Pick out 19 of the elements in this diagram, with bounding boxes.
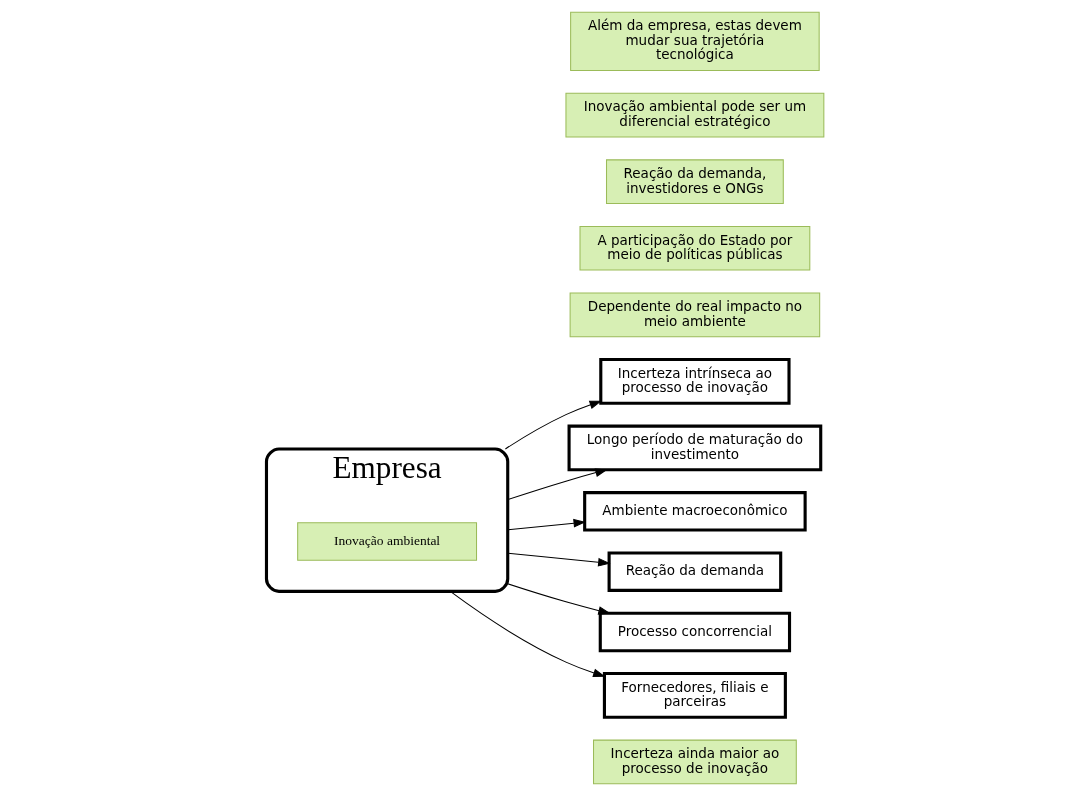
- node-box: Além da empresa, estas devem mudar sua trajetória tecnológica: [569, 11, 820, 71]
- node-box: Incerteza ainda maior ao processo de inovação: [592, 739, 797, 785]
- node-box: Processo concorrencial: [598, 611, 791, 653]
- node-box: Longo período de maturação do investimento: [567, 424, 822, 472]
- arrow: [506, 583, 611, 615]
- arrow: [506, 518, 586, 531]
- node-box: Incerteza intrínseca ao processo de inovação: [598, 357, 791, 405]
- node-box: Dependente do real impacto no meio ambiente: [569, 292, 820, 338]
- node-box: A participação do Estado por meio de políticas públicas: [578, 225, 810, 271]
- node-box: Inovação ambiental pode ser um diferencial estratégico: [564, 92, 824, 138]
- node-box: Ambiente macroeconômico: [582, 491, 807, 532]
- arrow: [506, 468, 608, 501]
- arrow: [504, 400, 602, 450]
- node-box: Inovação ambiental: [296, 522, 477, 561]
- node-box: Reação da demanda, investidores e ONGs: [605, 159, 784, 205]
- node-box: Fornecedores, filiais e parceiras: [602, 672, 787, 719]
- arrow: [506, 552, 611, 567]
- arrow: [449, 590, 606, 678]
- node-box: Reação da demanda: [607, 551, 782, 592]
